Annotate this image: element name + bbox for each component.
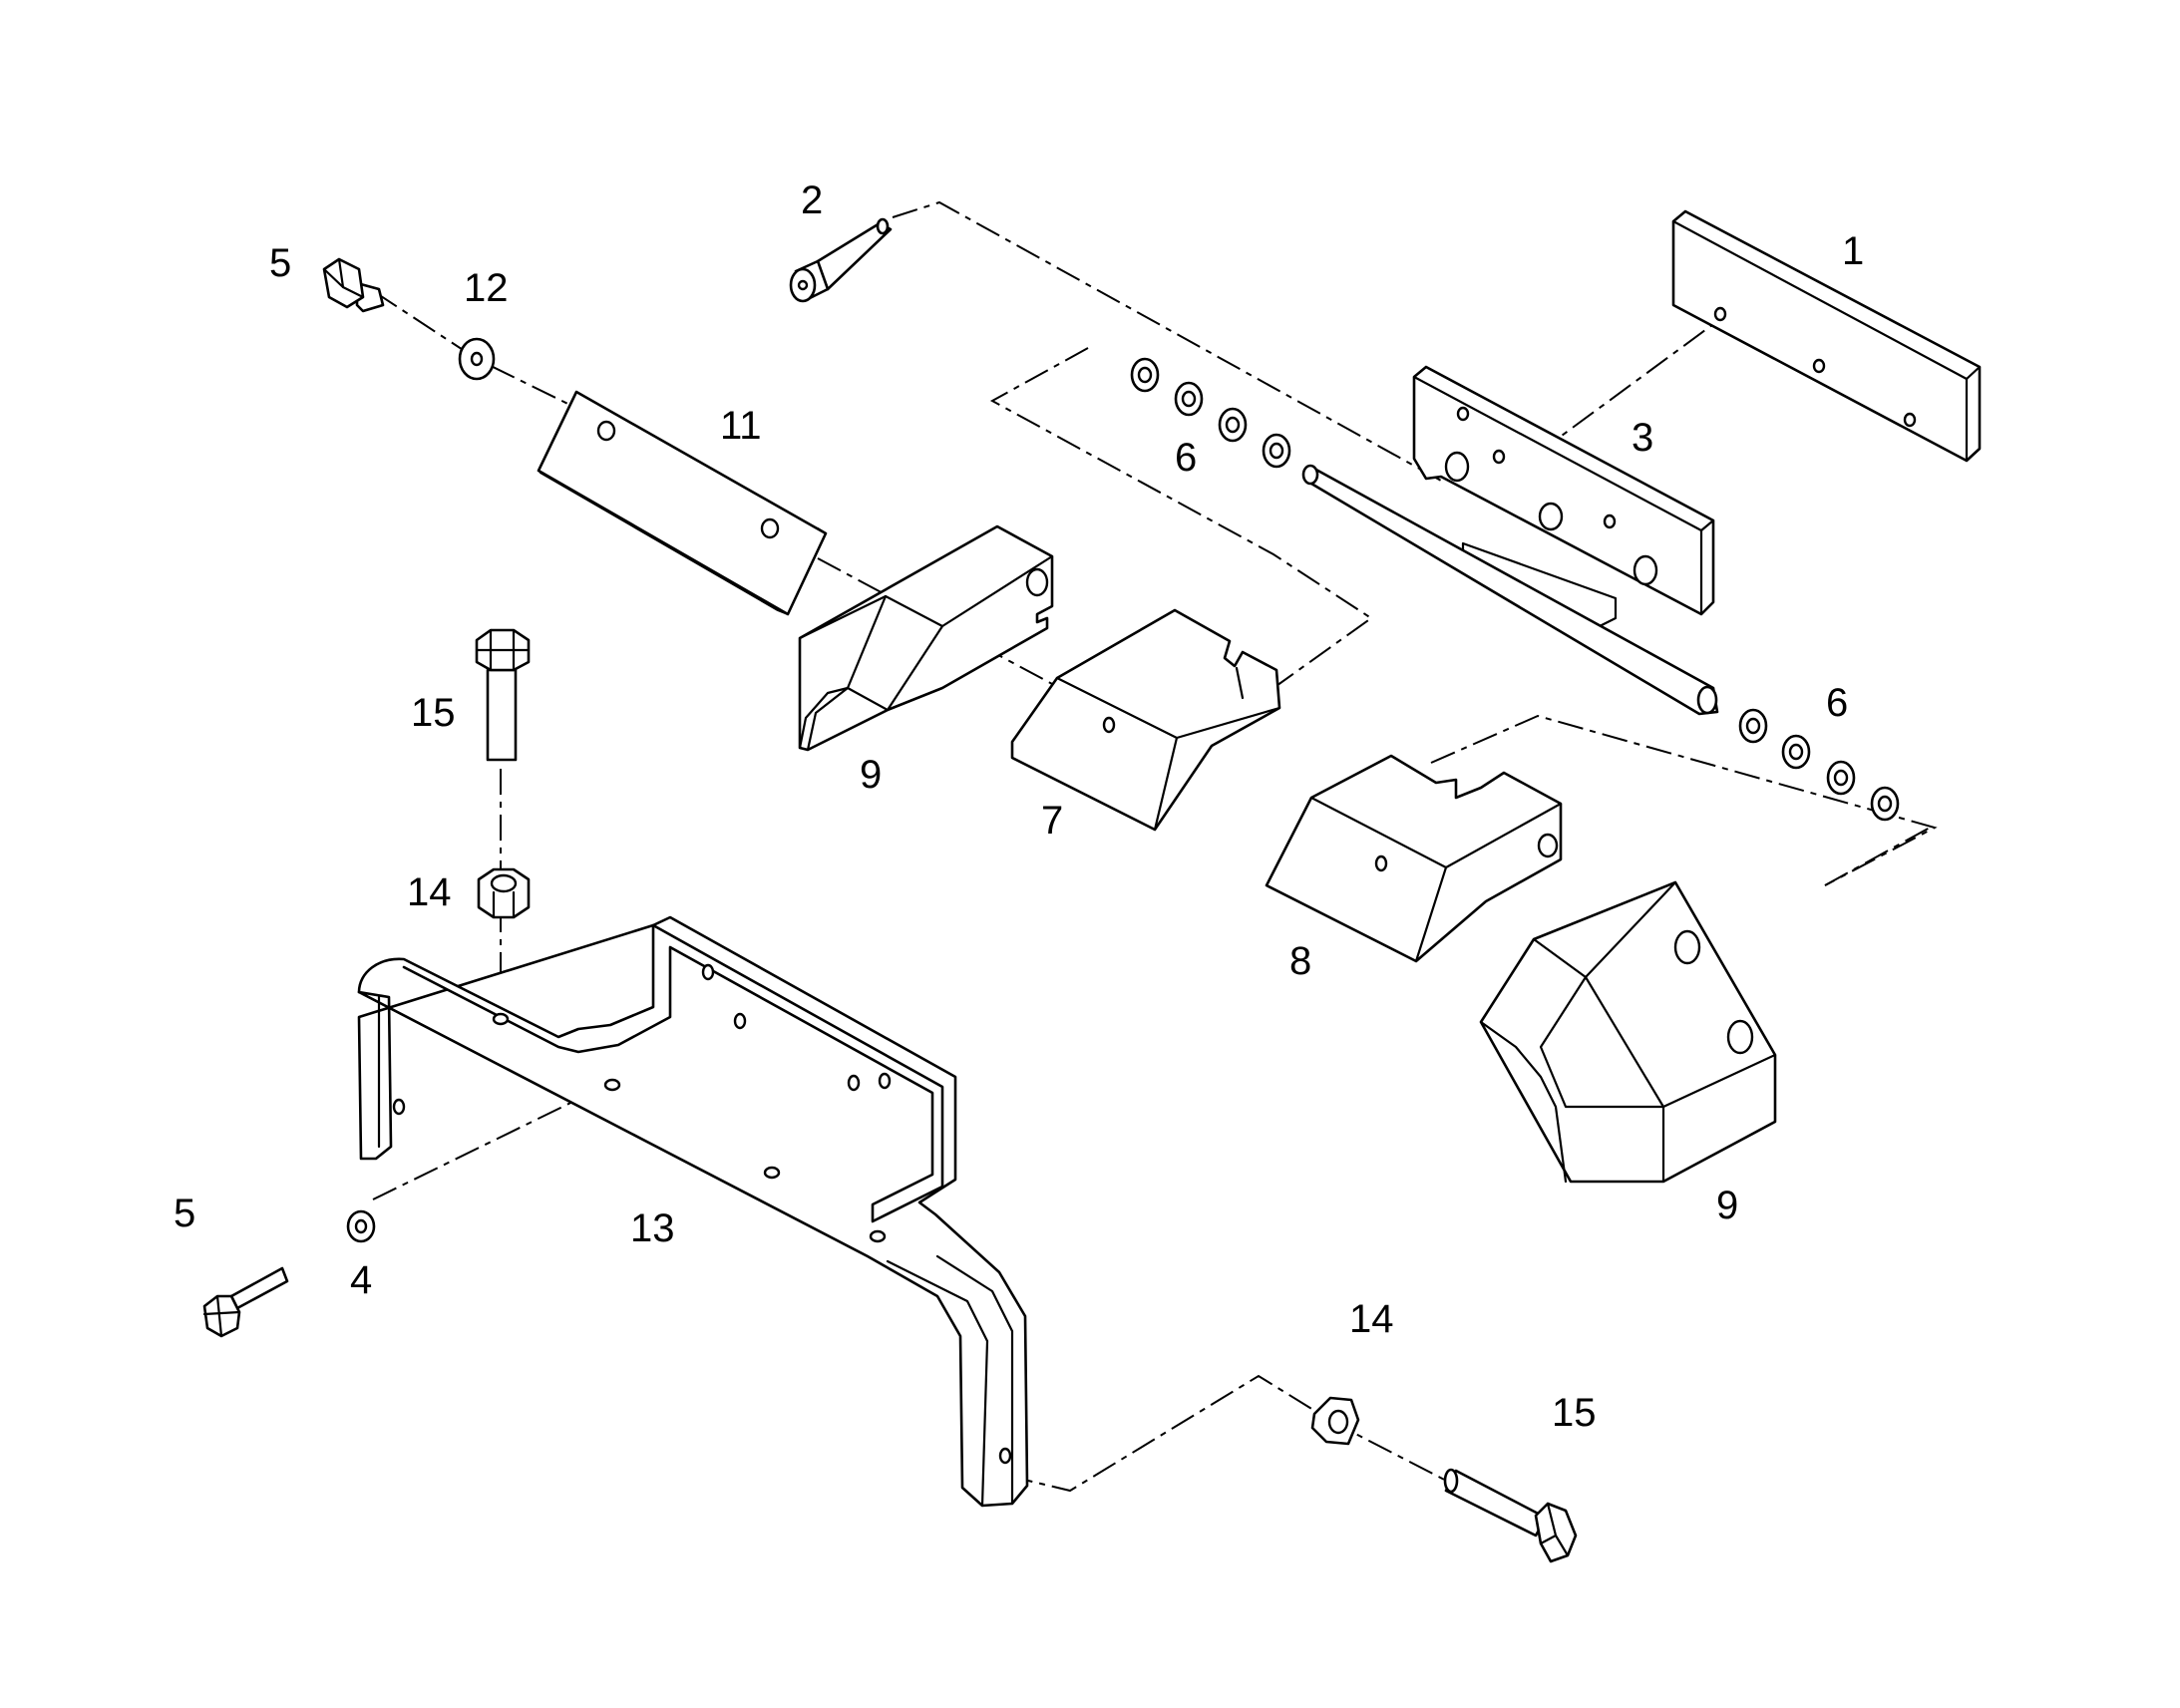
callout-6-lower: 6 xyxy=(1826,681,1848,725)
part-6-washers-lower xyxy=(1738,708,1900,822)
callout-15-lower: 15 xyxy=(1552,1391,1597,1435)
callout-2: 2 xyxy=(801,178,823,222)
callout-labels: 1 2 3 4 5 5 6 6 7 8 9 9 11 12 13 14 14 1… xyxy=(174,178,1864,1435)
part-7-clamp-block xyxy=(1010,608,1281,832)
callout-15-upper: 15 xyxy=(411,691,456,735)
part-13-bracket-frame xyxy=(357,915,1029,1508)
part-1-plate xyxy=(1671,209,1982,463)
assembly-leader-lines xyxy=(372,200,1938,1493)
callout-7: 7 xyxy=(1041,799,1063,843)
callout-8: 8 xyxy=(1289,939,1311,983)
part-2-screw xyxy=(789,217,893,303)
callout-9-upper: 9 xyxy=(860,753,882,797)
callout-12: 12 xyxy=(464,266,509,310)
part-14-nut-lower xyxy=(1310,1396,1360,1446)
part-9-guide-block-lower xyxy=(1479,880,1777,1184)
part-12-washer xyxy=(458,337,496,381)
part-5-bolt-lower xyxy=(202,1266,289,1338)
part-5-bolt-top xyxy=(322,257,385,313)
callout-14-upper: 14 xyxy=(407,870,452,914)
callout-3: 3 xyxy=(1632,416,1653,460)
part-15-bolt-lower xyxy=(1443,1468,1578,1563)
callout-4: 4 xyxy=(350,1258,372,1302)
part-9-guide-block-upper xyxy=(798,524,1054,752)
part-4-washer xyxy=(346,1209,376,1243)
part-15-bolt-upper xyxy=(475,628,531,762)
callout-5-top: 5 xyxy=(269,241,291,285)
callout-9-lower: 9 xyxy=(1716,1184,1738,1227)
part-14-nut-upper xyxy=(477,867,531,919)
callout-11: 11 xyxy=(720,404,762,448)
part-8-clamp-block xyxy=(1265,754,1563,963)
shaft-rod xyxy=(1301,464,1719,716)
part-3-mounting-plate xyxy=(1412,365,1715,630)
callout-13: 13 xyxy=(630,1206,675,1250)
callout-14-lower: 14 xyxy=(1349,1297,1394,1341)
callout-5-bottom: 5 xyxy=(174,1192,195,1235)
callout-1: 1 xyxy=(1842,229,1864,273)
part-6-washers-upper xyxy=(1130,357,1291,469)
callout-6-upper: 6 xyxy=(1175,436,1197,480)
part-11-angled-bar xyxy=(537,390,828,616)
